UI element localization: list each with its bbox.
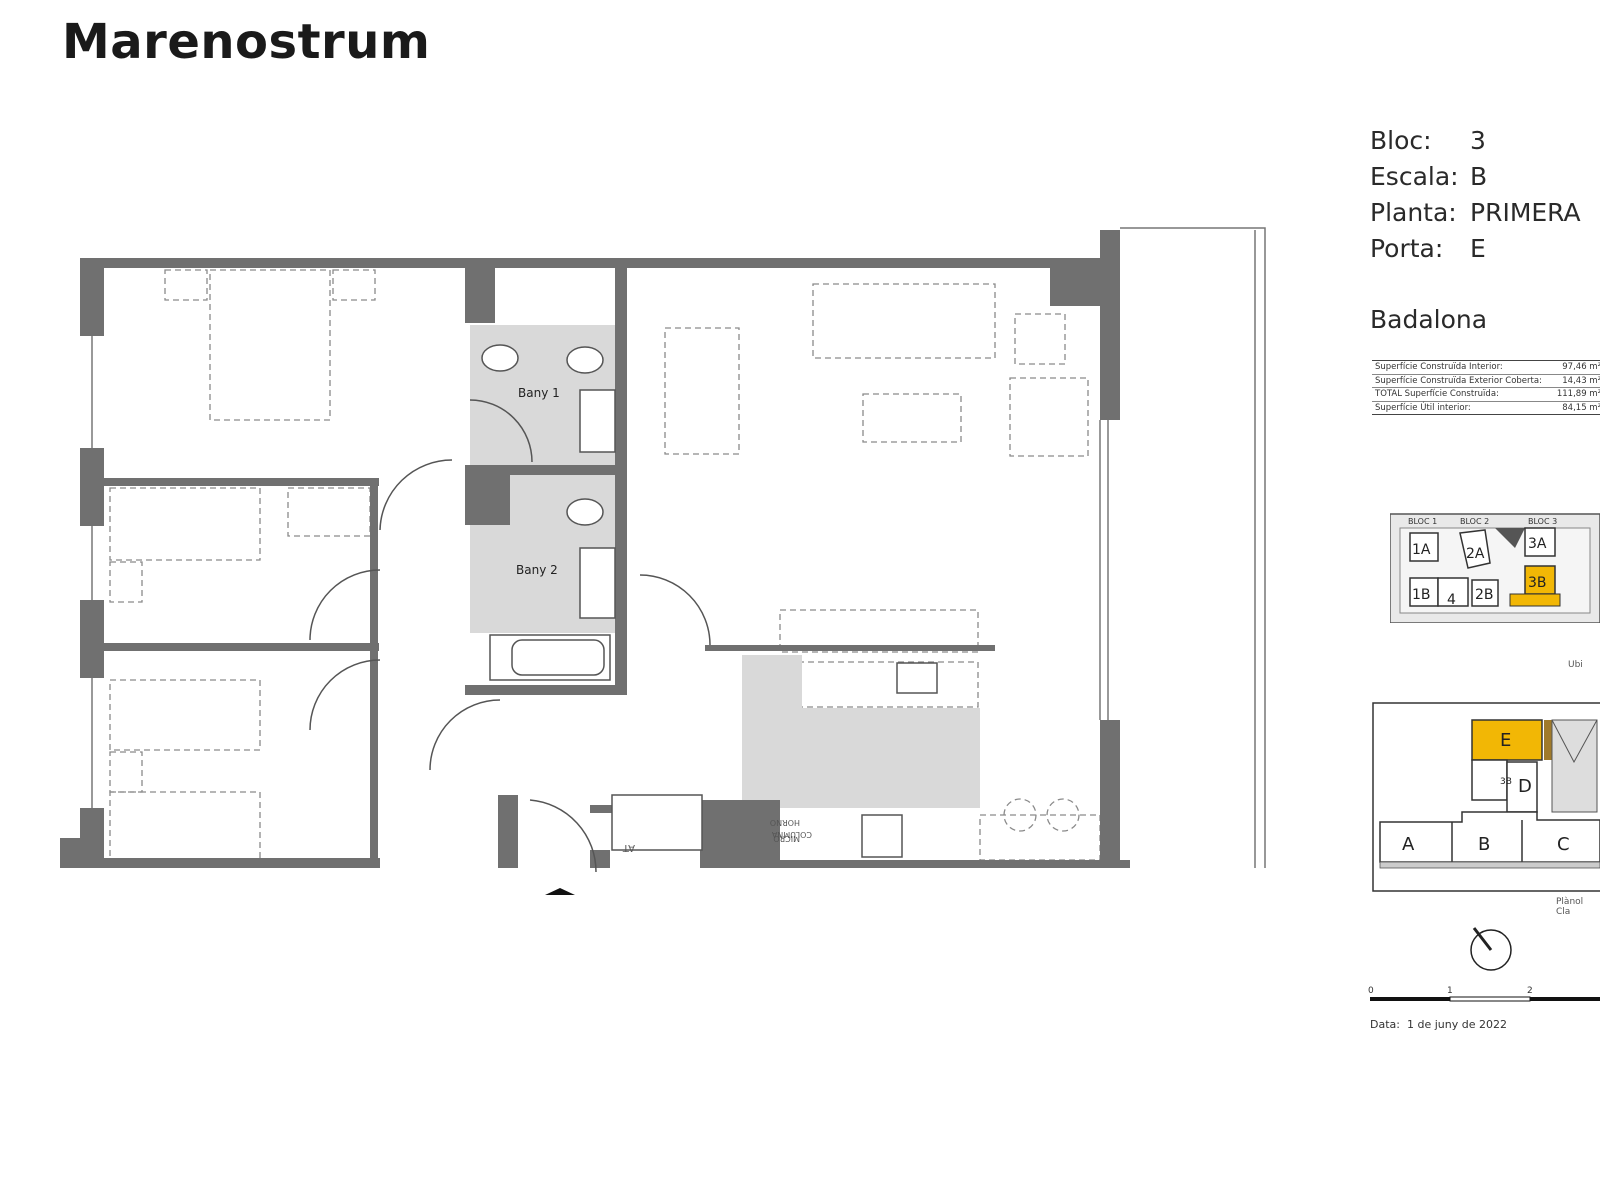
entrance-icon: [545, 888, 575, 895]
area-value: 97,46 m²: [1551, 360, 1600, 375]
info-key: Porta:: [1370, 234, 1444, 263]
unit-label: 2B: [1475, 587, 1494, 603]
area-label: Superfície Construïda Interior:: [1372, 360, 1552, 375]
room-label-bath2: Bany 2: [516, 563, 558, 577]
plan-date: Data: 1 de juny de 2022: [1370, 1018, 1507, 1031]
area-value: 14,43 m²: [1551, 373, 1600, 388]
stair-label: 3B: [1500, 777, 1512, 787]
info-escala: Escala: B: [1370, 162, 1487, 191]
walls: [60, 230, 1130, 868]
location-plan: BLOC 1 BLOC 2 BLOC 3 1A 2A 3A 1B 4 2B 3B: [1390, 513, 1600, 623]
unit-label: 3B: [1528, 575, 1547, 591]
info-bloc: Bloc: 3: [1370, 126, 1486, 155]
info-planta: Planta: PRIMERA: [1370, 198, 1581, 227]
unit-label: B: [1478, 834, 1490, 855]
key-plan: E D A B C 3B: [1372, 702, 1600, 892]
block-label: BLOC 1: [1408, 517, 1437, 526]
fixtures: [481, 344, 938, 858]
info-porta: Porta: E: [1370, 234, 1486, 263]
unit-label: E: [1500, 730, 1511, 751]
highlighted-unit: [1524, 565, 1556, 595]
city-label: Badalona: [1370, 305, 1488, 334]
location-plan-caption: Ubi: [1568, 660, 1583, 670]
area-label: TOTAL Superfície Construïda:: [1372, 387, 1552, 402]
unit-label: 2A: [1466, 546, 1485, 562]
info-value: 3: [1470, 126, 1486, 155]
info-value: B: [1470, 162, 1488, 191]
highlighted-unit: [1471, 719, 1543, 761]
table-row: Superfície Útil interior:84,15 m²: [1372, 400, 1600, 415]
block-label: BLOC 2: [1460, 517, 1489, 526]
info-key: Bloc:: [1370, 126, 1432, 155]
floor-plan: Bany 1 Bany 2 HORNO COLUMNA MICRO AT: [60, 227, 1266, 895]
north-arrow-icon: [1470, 927, 1512, 971]
unit-label: 3A: [1528, 536, 1547, 552]
unit-label: 1A: [1412, 542, 1431, 558]
scale-bar: 0 1 2: [1368, 986, 1600, 1002]
area-value: 111,89 m²: [1551, 387, 1600, 402]
date-value: 1 de juny de 2022: [1406, 1018, 1507, 1031]
scale-tick: 0: [1368, 986, 1374, 996]
appliance-label-micro: MICRO: [773, 834, 800, 843]
area-table: Superfície Construïda Interior:97,46 m² …: [1372, 360, 1600, 415]
appliance-label-at: AT: [622, 842, 635, 853]
unit-label: 4: [1447, 592, 1456, 608]
key-plan-caption: Plànol Cla: [1556, 897, 1584, 917]
scale-tick: 1: [1447, 986, 1453, 996]
terrace: [1120, 227, 1266, 868]
area-value: 84,15 m²: [1551, 400, 1600, 415]
table-row: Superfície Construïda Interior:97,46 m²: [1372, 360, 1600, 375]
info-value: E: [1470, 234, 1486, 263]
furniture-outlines: [109, 269, 1101, 865]
page-title: Marenostrum: [62, 14, 431, 70]
appliance-label-column: COLUMNA: [771, 830, 812, 839]
windows: [91, 336, 1109, 808]
block-label: BLOC 3: [1528, 517, 1557, 526]
table-row: TOTAL Superfície Construïda:111,89 m²: [1372, 387, 1600, 402]
info-key: Planta:: [1370, 198, 1457, 227]
appliance-label-oven: HORNO: [770, 818, 800, 827]
unit-label: C: [1557, 834, 1570, 855]
date-label: Data:: [1370, 1018, 1400, 1031]
scale-tick: 2: [1527, 986, 1533, 996]
area-label: Superfície Útil interior:: [1372, 400, 1552, 415]
area-label: Superfície Construïda Exterior Coberta:: [1372, 373, 1552, 388]
info-value: PRIMERA: [1470, 198, 1581, 227]
unit-label: D: [1518, 776, 1532, 797]
table-row: Superfície Construïda Exterior Coberta:1…: [1372, 373, 1600, 388]
info-key: Escala:: [1370, 162, 1459, 191]
room-label-bath1: Bany 1: [518, 386, 560, 400]
door-swings: [309, 399, 711, 873]
unit-label: A: [1402, 834, 1415, 855]
unit-label: 1B: [1412, 587, 1431, 603]
